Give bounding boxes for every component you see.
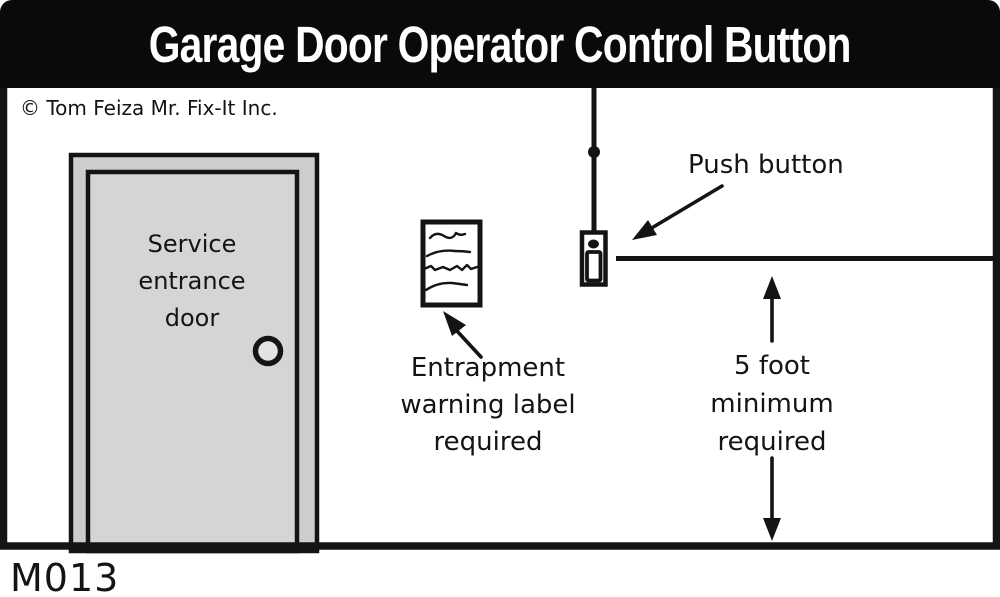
door-label-line-2: entrance [138, 267, 246, 295]
warning-label-caption-line-1: Entrapment [410, 353, 566, 383]
clearance-arrowhead-bottom [763, 518, 781, 541]
warning-label-caption: Entrapment warning label required [368, 350, 608, 461]
figure-id: M013 [10, 556, 120, 597]
push-button-arrowhead [632, 220, 657, 240]
title-bar: Garage Door Operator Control Button [0, 0, 1000, 88]
clearance-caption-line-2: minimum [710, 389, 834, 419]
warning-label-scribble-2 [425, 249, 472, 258]
door-label-line-3: door [164, 304, 220, 332]
clearance-caption-line-1: 5 foot [734, 351, 810, 381]
door-label-line-1: Service [147, 230, 237, 258]
warning-label-caption-line-3: required [433, 427, 543, 457]
push-button-arrow-shaft [648, 184, 724, 231]
clearance-caption-line-3: required [717, 427, 827, 457]
warning-label-scribble-4 [424, 281, 469, 292]
warning-label-caption-line-2: warning label [400, 390, 576, 420]
warning-label-scribble-1 [428, 231, 467, 240]
push-button-switch [585, 250, 603, 283]
warning-label-arrow-shaft [455, 329, 483, 359]
warning-label-arrowhead [443, 311, 466, 336]
door-label: Service entrance door [92, 226, 292, 337]
copyright-text: © Tom Feiza Mr. Fix-It Inc. [20, 96, 278, 120]
clearance-caption: 5 foot minimum required [672, 347, 872, 461]
warning-label-scribble-3 [422, 263, 479, 272]
clearance-arrowhead-top [763, 276, 781, 299]
wire-junction-dot [588, 146, 600, 158]
push-button-screw-dot [588, 239, 599, 249]
door-knob [252, 335, 284, 367]
warning-label-sheet [420, 219, 483, 308]
push-button-label: Push button [688, 150, 844, 180]
page-title: Garage Door Operator Control Button [149, 15, 852, 73]
